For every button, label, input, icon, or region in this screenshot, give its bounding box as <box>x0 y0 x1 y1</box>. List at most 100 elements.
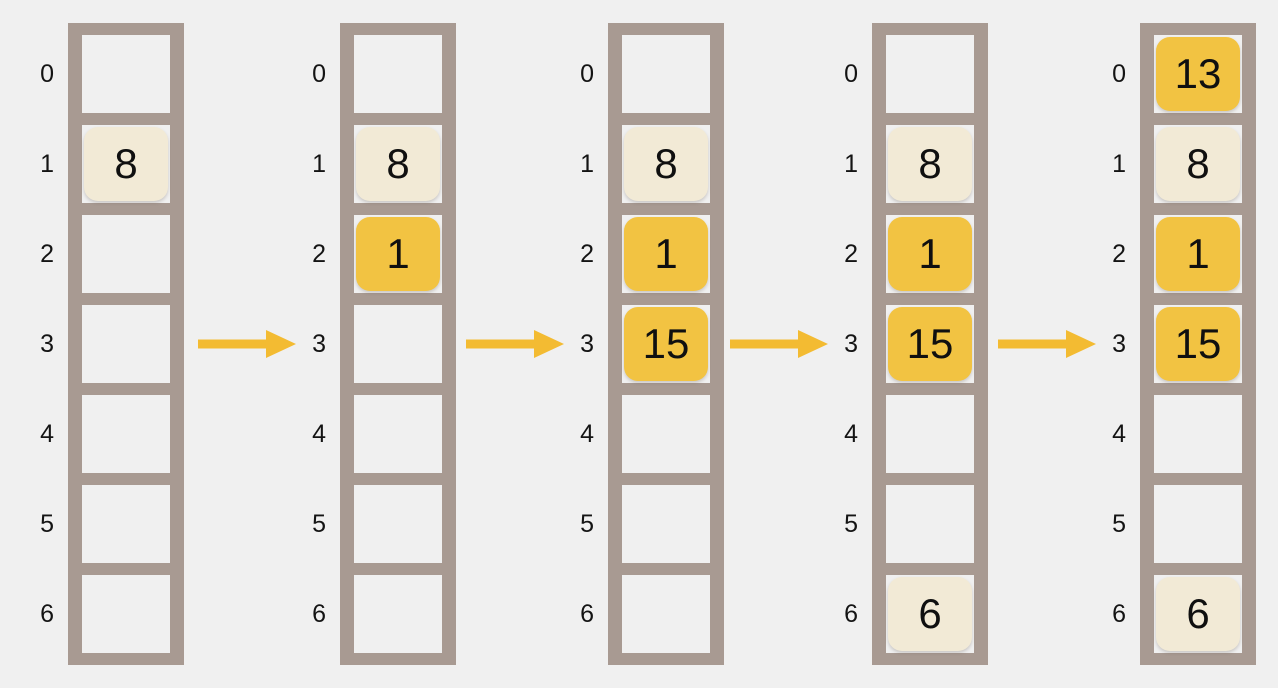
slot-index-label: 3 <box>844 329 858 358</box>
hash-table-slot <box>82 575 170 653</box>
hash-table-slot <box>1154 395 1242 473</box>
slot-index-label: 0 <box>312 59 326 88</box>
hash-table-slot: 8 <box>82 125 170 203</box>
hash-table-slot: 8 <box>886 125 974 203</box>
slot-index-label: 1 <box>312 149 326 178</box>
hash-table-slot: 15 <box>1154 305 1242 383</box>
hash-table-slot <box>82 305 170 383</box>
slot-index-label: 0 <box>844 59 858 88</box>
hash-table-frame: 8 1 15 <box>608 23 724 665</box>
slot-value: 8 <box>888 127 972 201</box>
slot-value: 8 <box>356 127 440 201</box>
hash-table-slot: 1 <box>354 215 442 293</box>
slot-value: 13 <box>1156 37 1240 111</box>
slot-index-label: 5 <box>1112 509 1126 538</box>
slot-index-label: 3 <box>1112 329 1126 358</box>
slot-value: 1 <box>356 217 440 291</box>
hash-table-slot: 8 <box>622 125 710 203</box>
hash-table-slot: 13 <box>1154 35 1242 113</box>
hash-table-frame: 8 <box>68 23 184 665</box>
slot-index-label: 1 <box>844 149 858 178</box>
hash-table-slot <box>354 305 442 383</box>
slot-index-label: 5 <box>312 509 326 538</box>
slot-value: 1 <box>888 217 972 291</box>
hash-table-slot <box>622 575 710 653</box>
slot-value: 6 <box>1156 577 1240 651</box>
slot-index-label: 5 <box>580 509 594 538</box>
slot-index-label: 6 <box>580 599 594 628</box>
slot-index-label: 4 <box>312 419 326 448</box>
slot-index-label: 1 <box>40 149 54 178</box>
hash-table-slot: 1 <box>886 215 974 293</box>
hash-table-slot: 6 <box>886 575 974 653</box>
hash-table-slot: 1 <box>622 215 710 293</box>
slot-index-label: 0 <box>1112 59 1126 88</box>
slot-index-label: 4 <box>844 419 858 448</box>
right-arrow-icon <box>996 330 1096 363</box>
hash-table-slot <box>1154 485 1242 563</box>
slot-index-label: 0 <box>580 59 594 88</box>
hash-table-slot <box>82 485 170 563</box>
hash-table-slot: 8 <box>354 125 442 203</box>
slot-index-label: 6 <box>844 599 858 628</box>
slot-index-label: 1 <box>580 149 594 178</box>
hash-table-slot <box>82 35 170 113</box>
hash-table-frame: 8 1 15 6 <box>872 23 988 665</box>
right-arrow-icon <box>464 330 564 363</box>
slot-index-label: 2 <box>844 239 858 268</box>
hash-table-frame: 13 8 1 15 6 <box>1140 23 1256 665</box>
slot-value: 1 <box>624 217 708 291</box>
slot-index-label: 1 <box>1112 149 1126 178</box>
slot-index-label: 3 <box>312 329 326 358</box>
slot-value: 15 <box>1156 307 1240 381</box>
slot-index-label: 6 <box>40 599 54 628</box>
hash-table-slot: 8 <box>1154 125 1242 203</box>
hash-table-slot <box>82 215 170 293</box>
slot-value: 8 <box>624 127 708 201</box>
slot-index-label: 4 <box>580 419 594 448</box>
slot-index-label: 5 <box>844 509 858 538</box>
hash-table-slot <box>354 395 442 473</box>
hash-table-slot: 15 <box>886 305 974 383</box>
hash-table-slot <box>354 485 442 563</box>
slot-index-label: 3 <box>40 329 54 358</box>
hash-table-slot <box>886 35 974 113</box>
slot-index-label: 4 <box>1112 419 1126 448</box>
slot-value: 6 <box>888 577 972 651</box>
slot-value: 8 <box>1156 127 1240 201</box>
slot-index-label: 2 <box>312 239 326 268</box>
hash-table-slot <box>622 395 710 473</box>
slot-index-label: 2 <box>1112 239 1126 268</box>
hash-table-slot: 1 <box>1154 215 1242 293</box>
slot-value: 1 <box>1156 217 1240 291</box>
slot-index-label: 0 <box>40 59 54 88</box>
hash-table-slot <box>354 575 442 653</box>
hash-table-slot <box>886 485 974 563</box>
slot-value: 15 <box>888 307 972 381</box>
hash-table-slot: 6 <box>1154 575 1242 653</box>
slot-value: 8 <box>84 127 168 201</box>
slot-index-label: 4 <box>40 419 54 448</box>
hash-table-slot <box>82 395 170 473</box>
slot-index-label: 5 <box>40 509 54 538</box>
hash-table-slot <box>622 35 710 113</box>
hash-table-slot <box>622 485 710 563</box>
index-labels: 0 1 2 3 4 5 6 <box>828 23 858 665</box>
slot-index-label: 3 <box>580 329 594 358</box>
right-arrow-icon <box>728 330 828 363</box>
hash-table-slot <box>886 395 974 473</box>
hash-table-slot <box>354 35 442 113</box>
hash-table-slot: 15 <box>622 305 710 383</box>
hash-step: 0 1 2 3 4 5 6 8 1 15 6 <box>828 23 988 665</box>
slot-value: 15 <box>624 307 708 381</box>
